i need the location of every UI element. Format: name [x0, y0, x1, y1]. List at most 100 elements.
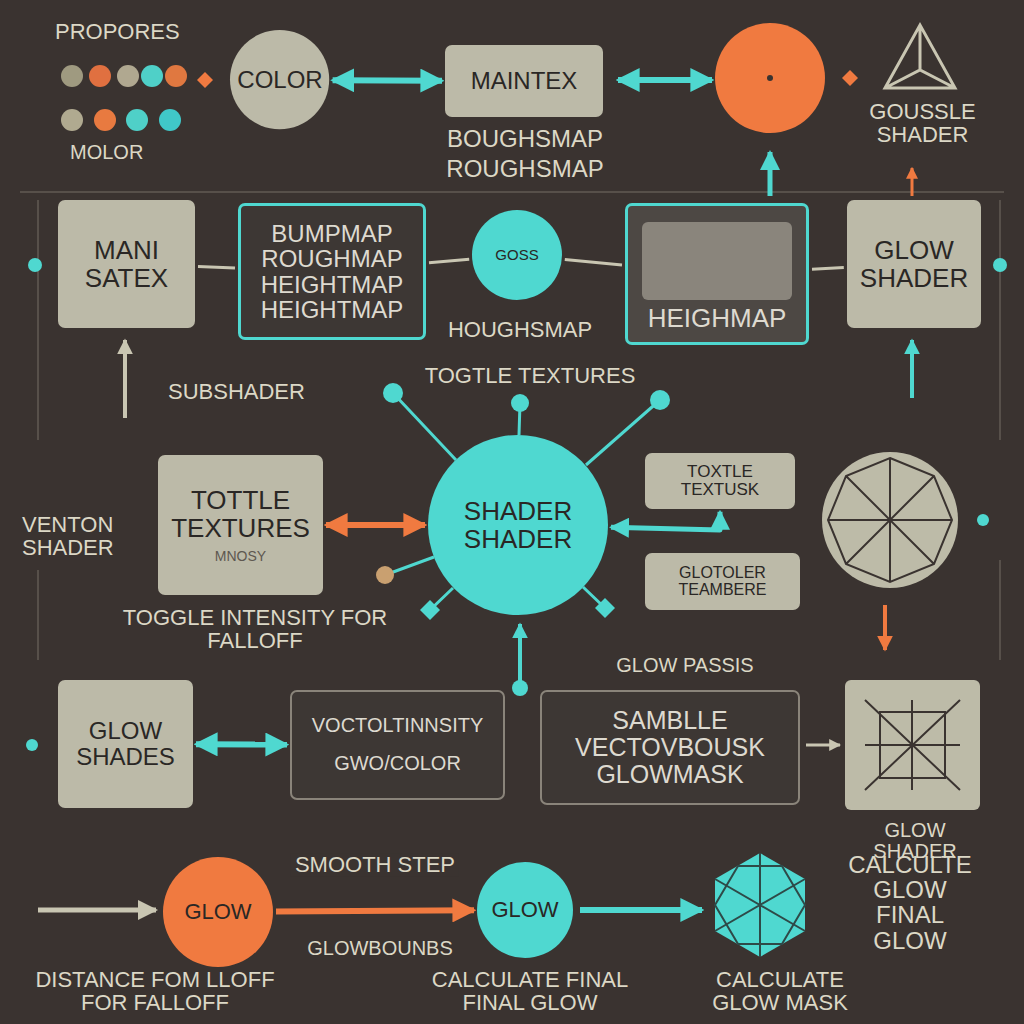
connector-arrow	[198, 267, 235, 268]
spoke-diamond	[595, 598, 615, 618]
icon-box	[845, 680, 980, 810]
hexagon-icon	[715, 853, 805, 957]
annotation-label: PROPORES	[55, 20, 215, 43]
up-arrow	[518, 624, 522, 684]
process-box: MANI SATEX	[58, 200, 195, 328]
connector-arrow	[333, 77, 442, 84]
image-panel	[642, 222, 792, 300]
annotation-label: VENTON SHADER	[22, 513, 147, 559]
annotation-label: TOGGLE INTENSITY FOR FALLOFF	[115, 606, 395, 652]
connector-arrow	[429, 259, 469, 263]
circle-fill	[428, 435, 608, 615]
circle-node: GLOW	[163, 857, 273, 967]
connector-diamond	[842, 70, 858, 86]
circle-fill	[163, 857, 273, 967]
annotation-label: HOUGHSMAP	[430, 318, 610, 341]
color-dot	[94, 109, 116, 131]
triangle-icon	[885, 25, 955, 88]
node-text: BUMPMAP ROUGHMAP HEIGHTMAP HEIGHTMAP	[252, 221, 412, 322]
text-group: BUMPMAP ROUGHMAP HEIGHTMAP HEIGHTMAP	[252, 221, 412, 322]
node-text: HEIGHMAP	[632, 304, 802, 332]
text-group: GLOW	[480, 898, 570, 922]
circle-fill	[230, 30, 329, 129]
circle-node: SHADER SHADER	[428, 435, 608, 615]
down-arrow	[883, 605, 887, 650]
node-text: TOXTLE TEXTUSK	[655, 463, 785, 499]
text-group: VOCTOLTINNSITYGWO/COLOR	[300, 715, 495, 774]
process-box: GLOTOLER TEAMBERE	[645, 553, 800, 610]
process-box: VOCTOLTINNSITYGWO/COLOR	[290, 690, 505, 800]
node-text: GOSS	[487, 247, 547, 263]
process-box: TOTTLE TEXTURESMNOSY	[158, 455, 323, 595]
node-text: COLOR	[235, 67, 325, 93]
orange-circle	[715, 23, 825, 133]
hexagon-lines	[715, 853, 805, 957]
process-box: TOXTLE TEXTUSK	[645, 453, 795, 509]
connector-arrow	[611, 512, 720, 530]
double-arrow	[618, 77, 712, 83]
node-subtext: MNOSY	[168, 549, 313, 564]
up-arrow	[911, 168, 914, 196]
spoke-dot	[383, 383, 403, 403]
grid-dot	[28, 258, 42, 272]
process-box: SAMBLLE VECTOVBOUSK GLOWMASK	[540, 690, 800, 805]
connector-arrow	[812, 268, 844, 270]
text-group: MANI SATEX	[77, 236, 177, 292]
node-text: GLOW	[173, 900, 263, 924]
right-arrow	[38, 908, 156, 913]
process-box: HEIGHMAP	[625, 203, 809, 345]
text-group: GOSS	[487, 247, 547, 263]
annotation-label: GOUSSLE SHADER	[855, 100, 990, 146]
right-arrow	[806, 744, 840, 747]
spoke-dot	[650, 390, 670, 410]
up-arrow	[123, 340, 127, 418]
spoke-dot	[511, 394, 529, 412]
text-group: GLOW SHADES	[71, 718, 181, 770]
text-group: GLOW	[173, 900, 263, 924]
spoke-dot	[512, 680, 528, 696]
annotation-label: CALCULATE FINAL FINAL GLOW	[420, 968, 640, 1014]
wheel-lines	[828, 458, 952, 582]
up-arrow	[768, 152, 773, 196]
text-group: COLOR	[235, 67, 325, 93]
annotation-label: BOUGHSMAP	[430, 126, 620, 151]
connector-diamond	[197, 72, 213, 88]
node-text: SAMBLLE VECTOVBOUSK GLOWMASK	[553, 707, 788, 788]
text-group: TOTTLE TEXTURESMNOSY	[168, 486, 313, 563]
node-subtext: GWO/COLOR	[300, 753, 495, 775]
node-text: GLOW SHADES	[71, 718, 181, 770]
connector-arrow	[196, 741, 287, 747]
node-text: MANI SATEX	[77, 236, 177, 292]
right-arrow	[580, 907, 702, 913]
process-box: MAINTEX	[445, 45, 603, 117]
text-group: HEIGHMAP	[632, 304, 802, 332]
connector-arrow	[565, 260, 622, 266]
text-group: TOXTLE TEXTUSK	[655, 463, 785, 499]
color-dot	[159, 109, 181, 131]
grid-dot	[26, 739, 38, 751]
circle-node: GLOW	[477, 862, 573, 958]
edge-label: SMOOTH STEP	[291, 853, 459, 876]
node-text: SHADER SHADER	[458, 497, 578, 553]
color-dot	[61, 65, 83, 87]
annotation-label: GLOWBOUNBS	[300, 938, 460, 959]
connector-arrow	[276, 910, 474, 911]
color-dot	[61, 109, 83, 131]
text-group: SHADER SHADER	[458, 497, 578, 553]
grid-dot	[977, 514, 989, 526]
connector-arrow	[326, 522, 425, 528]
color-dot	[89, 65, 111, 87]
text-group: SAMBLLE VECTOVBOUSK GLOWMASK	[553, 707, 788, 788]
color-dot	[165, 65, 187, 87]
node-text: MAINTEX	[449, 68, 599, 94]
process-box: GLOW SHADER	[847, 200, 981, 328]
center-dot	[767, 75, 773, 81]
circle-node: COLOR	[230, 30, 329, 129]
annotation-label: CALCULTE GLOW FINAL GLOW	[845, 852, 975, 953]
spoke-diamond	[420, 600, 440, 620]
spoke-dot	[376, 566, 394, 584]
circle-fill	[477, 862, 573, 958]
up-arrow	[910, 340, 914, 398]
color-dot	[126, 109, 148, 131]
color-dot	[141, 65, 163, 87]
